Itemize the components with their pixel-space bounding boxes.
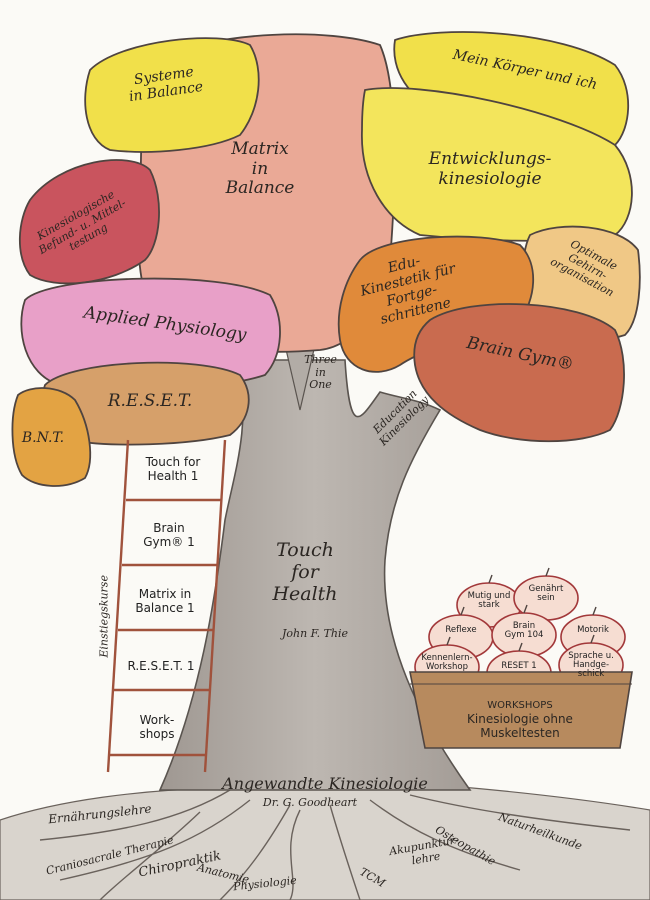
apple-stem-1 bbox=[545, 567, 550, 577]
ladder bbox=[106, 439, 227, 773]
apple-label-kennenlern: Kennenlern- Workshop bbox=[421, 653, 473, 672]
label-touch-for-health: Touch for Health bbox=[272, 539, 338, 605]
apple-label-reflexe: Reflexe bbox=[445, 625, 477, 635]
blob-applied bbox=[20, 277, 281, 390]
basket-label-workshops: WORKSHOPS bbox=[487, 700, 553, 711]
label-bnt: B.N.T. bbox=[21, 430, 65, 446]
apple-stem-0 bbox=[488, 574, 493, 584]
ladder-rung-reset: R.E.S.E.T. 1 bbox=[127, 659, 195, 673]
apple-label-mutig: Mutig und stark bbox=[467, 591, 511, 610]
root-lines bbox=[39, 789, 631, 900]
apple-stem-3 bbox=[523, 604, 528, 614]
label-touch-author: John F. Thie bbox=[281, 627, 349, 640]
blob-kinesio-befund bbox=[18, 159, 160, 285]
apple-label-genaehrt: Genährt sein bbox=[528, 584, 564, 603]
apple-stem-4 bbox=[592, 606, 597, 616]
blob-systeme bbox=[84, 37, 260, 153]
apple-stem-6 bbox=[518, 642, 523, 652]
ladder-rung-workshops: Work- shops bbox=[139, 713, 175, 741]
label-matrix: Matrix in Balance bbox=[225, 139, 295, 199]
apple-stem-5 bbox=[446, 636, 451, 646]
blob-bnt bbox=[11, 387, 92, 487]
blob-brain-gym bbox=[413, 303, 625, 443]
apple-label-motorik: Motorik bbox=[577, 625, 609, 635]
label-three-in-one: Three in One bbox=[304, 353, 337, 392]
basket-label-main: Kinesiologie ohne Muskeltesten bbox=[467, 712, 573, 740]
apple-label-brain-gym: Brain Gym 104 bbox=[504, 621, 544, 640]
ladder-rung-touch: Touch for Health 1 bbox=[145, 455, 201, 483]
apple-stem-2 bbox=[460, 606, 465, 616]
apple-label-reset: RESET 1 bbox=[501, 661, 537, 671]
tree-trunk bbox=[158, 359, 472, 791]
label-reset: R.E.S.E.T. bbox=[107, 391, 193, 411]
ladder-rung-brain-gym: Brain Gym® 1 bbox=[143, 521, 195, 549]
basket-body bbox=[409, 671, 633, 749]
roots-title: Angewandte Kinesiologie bbox=[222, 774, 428, 793]
apple-basket bbox=[409, 567, 633, 749]
label-einstiegskurse: Einstiegskurse bbox=[97, 575, 111, 658]
apple-stem-7 bbox=[590, 634, 595, 644]
roots-author: Dr. G. Goodheart bbox=[262, 796, 358, 809]
ladder-rung-matrix: Matrix in Balance 1 bbox=[135, 587, 195, 615]
label-entwicklung: Entwicklungs- kinesiologie bbox=[428, 149, 552, 189]
apple-label-sprache: Sprache u. Handge- schick bbox=[568, 651, 614, 679]
